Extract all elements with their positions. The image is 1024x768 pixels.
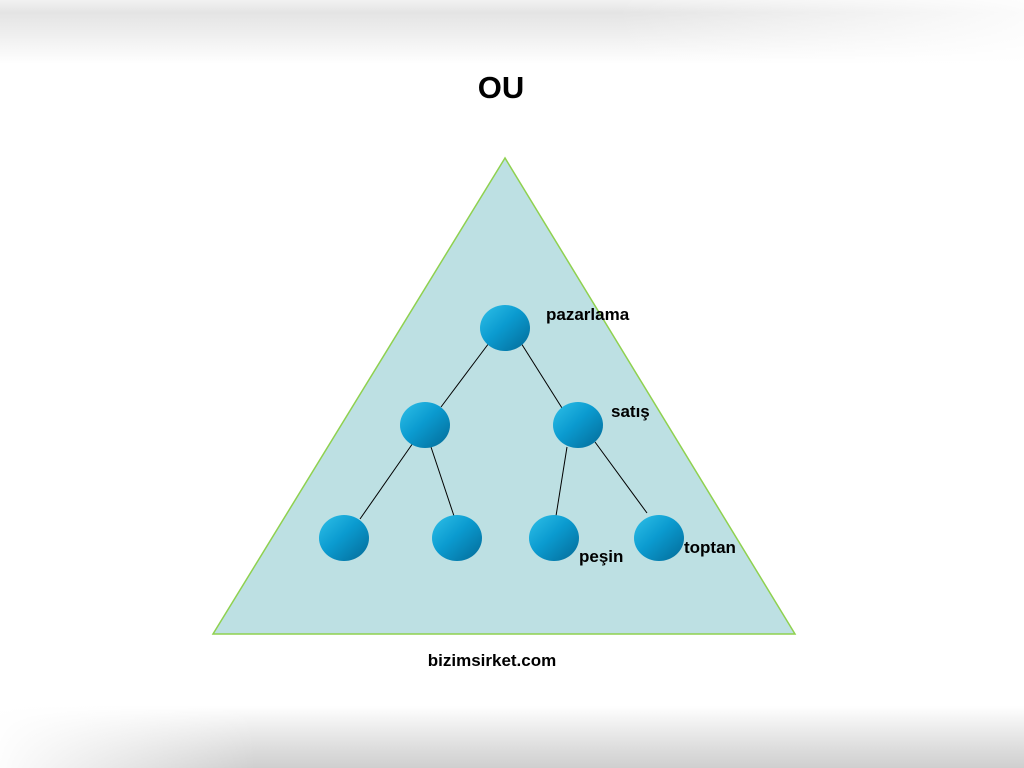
edge-left-leaf-2: [430, 446, 455, 517]
ou-node-leaf-2[interactable]: [432, 515, 482, 561]
ou-node-leaf-4[interactable]: [634, 515, 684, 561]
ou-node-root[interactable]: [480, 305, 530, 351]
edge-right-leaf-4: [594, 441, 648, 514]
ou-node-right[interactable]: [553, 402, 603, 448]
label-pesin: peşin: [579, 547, 623, 566]
edge-right-leaf-3: [555, 446, 568, 517]
slide-title: OU: [477, 70, 525, 105]
domain-triangle: [211, 156, 797, 635]
header-band: [0, 0, 1024, 64]
ou-node-left[interactable]: [400, 402, 450, 448]
label-satis: satış: [611, 402, 650, 421]
edge-root-right: [520, 342, 563, 409]
ou-node-leaf-1[interactable]: [319, 515, 369, 561]
label-pazarlama: pazarlama: [546, 305, 630, 324]
ou-node-leaf-3[interactable]: [529, 515, 579, 561]
label-toptan: toptan: [684, 538, 736, 557]
edge-left-leaf-1: [359, 442, 414, 520]
footer-band: [0, 706, 1024, 768]
label-domain: bizimsirket.com: [428, 651, 557, 670]
edge-root-left: [440, 342, 490, 408]
